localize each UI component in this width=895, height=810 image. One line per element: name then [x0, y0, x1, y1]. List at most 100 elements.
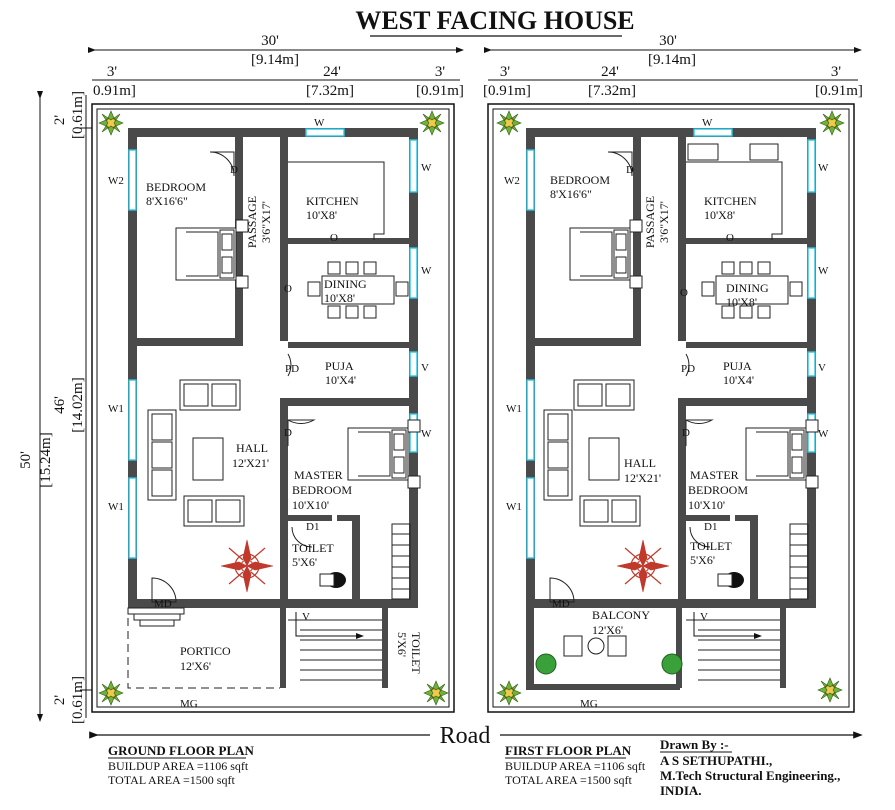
svg-text:W: W — [421, 162, 432, 174]
svg-text:10'X8': 10'X8' — [726, 295, 757, 309]
svg-text:12'X21': 12'X21' — [624, 471, 661, 485]
svg-text:5'X6': 5'X6' — [690, 553, 715, 567]
gf-bedroom-label: BEDROOM — [146, 180, 206, 194]
road-indicator: Road — [89, 723, 863, 749]
svg-text:24': 24' — [323, 64, 341, 80]
top-dimension-right: 30' [9.14m] 3' [0.91m] 24' [7.32m] 3' [0… — [483, 33, 863, 99]
svg-text:HALL: HALL — [236, 441, 268, 455]
svg-text:[9.14m]: [9.14m] — [648, 52, 696, 68]
svg-text:TOTAL AREA =1500 sqft: TOTAL AREA =1500 sqft — [108, 773, 235, 787]
svg-text:[15.24m]: [15.24m] — [38, 432, 54, 487]
svg-text:W1: W1 — [108, 501, 124, 513]
svg-text:30': 30' — [261, 33, 279, 49]
svg-text:10'X8': 10'X8' — [324, 291, 355, 305]
svg-text:W: W — [314, 117, 325, 129]
svg-text:3': 3' — [107, 64, 118, 80]
svg-text:3'6"X17': 3'6"X17' — [657, 201, 671, 243]
svg-text:10'X4': 10'X4' — [325, 373, 356, 387]
svg-text:[0.91m]: [0.91m] — [483, 83, 531, 99]
drawn-by-block: Drawn By :- A S SETHUPATHI., M.Tech Stru… — [660, 737, 840, 798]
svg-text:HALL: HALL — [624, 456, 656, 470]
svg-text:W: W — [818, 265, 829, 277]
svg-text:M.Tech Structural Engineering.: M.Tech Structural Engineering., — [660, 768, 840, 783]
svg-text:MASTER: MASTER — [294, 468, 343, 482]
svg-text:INDIA.: INDIA. — [660, 783, 702, 798]
svg-text:TOILET: TOILET — [409, 632, 423, 674]
svg-text:BEDROOM: BEDROOM — [688, 483, 748, 497]
page-title: WEST FACING HOUSE — [355, 6, 634, 35]
svg-text:0.91m]: 0.91m] — [93, 83, 136, 99]
svg-text:MD: MD — [552, 598, 570, 610]
road-label: Road — [440, 723, 491, 749]
svg-text:W: W — [818, 162, 829, 174]
svg-text:O: O — [680, 287, 688, 299]
svg-text:[14.02m]: [14.02m] — [70, 377, 86, 432]
svg-text:W: W — [818, 428, 829, 440]
svg-text:D: D — [230, 164, 238, 176]
svg-text:DINING: DINING — [324, 277, 367, 291]
svg-text:BEDROOM: BEDROOM — [292, 483, 352, 497]
svg-text:BALCONY: BALCONY — [592, 608, 650, 622]
svg-text:5'X6': 5'X6' — [395, 632, 409, 657]
svg-text:W1: W1 — [506, 403, 522, 415]
svg-text:A S SETHUPATHI.,: A S SETHUPATHI., — [660, 753, 772, 768]
svg-text:3': 3' — [831, 64, 842, 80]
svg-text:50': 50' — [18, 451, 34, 469]
svg-text:10'X8': 10'X8' — [704, 208, 735, 222]
svg-text:D: D — [682, 427, 690, 439]
first-floor-caption: FIRST FLOOR PLAN BUILDUP AREA =1106 sqft… — [505, 743, 646, 787]
svg-text:3'6"X17': 3'6"X17' — [259, 201, 273, 243]
svg-text:W2: W2 — [108, 175, 124, 187]
svg-text:KITCHEN: KITCHEN — [704, 194, 757, 208]
svg-text:46': 46' — [52, 396, 68, 414]
svg-text:10'X10': 10'X10' — [688, 498, 725, 512]
svg-text:12'X21': 12'X21' — [232, 456, 269, 470]
svg-text:TOILET: TOILET — [292, 541, 334, 555]
svg-text:[0.91m]: [0.91m] — [815, 83, 863, 99]
svg-text:MG: MG — [580, 698, 598, 710]
ground-floor-caption: GROUND FLOOR PLAN BUILDUP AREA =1106 sqf… — [108, 743, 255, 787]
svg-text:8'X16'6": 8'X16'6" — [146, 194, 188, 208]
svg-text:[0.61m]: [0.61m] — [70, 676, 86, 724]
svg-text:2': 2' — [52, 695, 68, 706]
svg-text:O: O — [284, 283, 292, 295]
svg-text:Drawn By :-: Drawn By :- — [660, 737, 729, 752]
svg-text:PD: PD — [285, 363, 299, 375]
svg-text:8'X16'6": 8'X16'6" — [550, 187, 592, 201]
svg-text:10'X8': 10'X8' — [306, 208, 337, 222]
svg-text:24': 24' — [601, 64, 619, 80]
svg-text:V: V — [302, 611, 310, 623]
svg-text:W1: W1 — [108, 403, 124, 415]
svg-text:10'X4': 10'X4' — [723, 373, 754, 387]
svg-text:GROUND FLOOR PLAN: GROUND FLOOR PLAN — [108, 743, 255, 758]
svg-text:W: W — [421, 265, 432, 277]
svg-text:30': 30' — [659, 33, 677, 49]
svg-text:2': 2' — [52, 115, 68, 126]
first-floor-plan: BEDROOM 8'X16'6" PASSAGE 3'6"X17' KITCHE… — [487, 103, 855, 713]
svg-text:DINING: DINING — [726, 281, 769, 295]
svg-text:5'X6': 5'X6' — [292, 555, 317, 569]
svg-text:PUJA: PUJA — [723, 359, 752, 373]
svg-text:MD: MD — [154, 598, 172, 610]
svg-text:W: W — [702, 117, 713, 129]
svg-text:BUILDUP AREA =1106 sqft: BUILDUP AREA =1106 sqft — [505, 759, 646, 773]
side-dimensions: 50' [15.24m] 46' [14.02m] 2' [0.61m] 2' … — [18, 91, 92, 724]
svg-text:[0.91m]: [0.91m] — [416, 83, 464, 99]
svg-text:W: W — [421, 428, 432, 440]
svg-text:D1: D1 — [306, 521, 319, 533]
svg-text:12'X6': 12'X6' — [180, 659, 211, 673]
svg-text:PUJA: PUJA — [325, 359, 354, 373]
svg-text:10'X10': 10'X10' — [292, 498, 329, 512]
svg-text:D1: D1 — [704, 521, 717, 533]
svg-text:FIRST FLOOR PLAN: FIRST FLOOR PLAN — [505, 743, 632, 758]
svg-text:BEDROOM: BEDROOM — [550, 173, 610, 187]
svg-text:PD: PD — [681, 363, 695, 375]
svg-text:D: D — [284, 427, 292, 439]
svg-text:[7.32m]: [7.32m] — [588, 83, 636, 99]
svg-text:PASSAGE: PASSAGE — [245, 196, 259, 248]
svg-text:W2: W2 — [504, 175, 520, 187]
svg-text:V: V — [818, 362, 826, 374]
svg-text:[0.61m]: [0.61m] — [70, 91, 86, 139]
ground-floor-plan: BEDROOM 8'X16'6" PASSAGE 3'6"X17' KITCHE… — [91, 103, 455, 713]
